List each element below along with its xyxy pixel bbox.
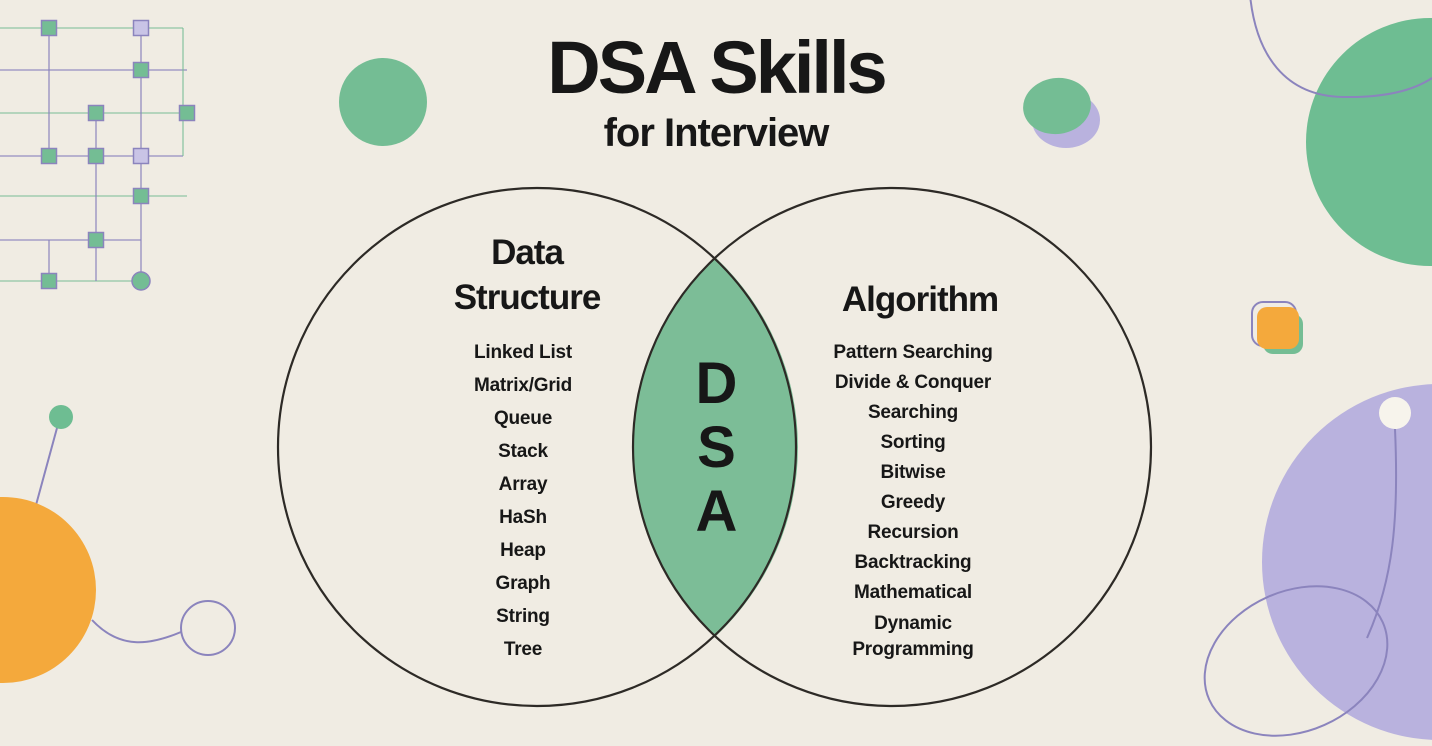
venn-diagram	[276, 186, 1153, 708]
list-item: Heap	[500, 540, 546, 561]
page-title: DSA Skills	[547, 26, 887, 109]
dsa-letter: A	[695, 479, 738, 544]
dsa-letter: D	[695, 351, 738, 416]
list-item: Searching	[867, 402, 959, 423]
green-disc-icon	[1023, 77, 1100, 148]
list-item: Greedy	[880, 492, 946, 513]
orange-node-cluster-icon	[0, 405, 236, 683]
left-heading-line-2: Structure	[453, 278, 602, 317]
list-item: Tree	[503, 639, 543, 660]
page-subtitle: for Interview	[603, 111, 830, 155]
left-circle-heading: Data Structure	[377, 230, 677, 320]
intersection-label: D S A	[650, 352, 782, 544]
green-circle-large-icon	[1306, 18, 1432, 266]
list-item: Mathematical	[854, 582, 972, 603]
purple-arc-icon	[1249, 0, 1432, 99]
list-item: Queue	[493, 408, 553, 429]
title-block: DSA Skills for Interview	[0, 30, 1432, 156]
list-item: Graph	[495, 573, 551, 594]
right-circle-heading: Algorithm	[841, 280, 999, 319]
list-item: Stack	[498, 441, 548, 462]
list-item: HaSh	[499, 507, 547, 528]
list-item: Backtracking	[854, 552, 972, 573]
list-item: String	[496, 606, 550, 627]
list-item: Dynamic Programming	[852, 613, 974, 660]
list-item: Bitwise	[880, 462, 946, 483]
list-item: Pattern Searching	[833, 342, 993, 363]
list-item: Divide & Conquer	[834, 372, 992, 393]
orange-square-icon	[1251, 301, 1303, 354]
list-item: Linked List	[473, 342, 573, 363]
green-circle-icon	[339, 58, 427, 146]
venn-intersection-lens	[633, 257, 798, 637]
list-item: Sorting	[880, 432, 946, 453]
dsa-letter: S	[697, 415, 736, 480]
algorithm-list: Pattern Searching Divide & Conquer Searc…	[789, 338, 1037, 663]
venn-right-circle	[631, 186, 1153, 708]
list-item: Array	[498, 474, 548, 495]
data-structure-list: Linked List Matrix/Grid Queue Stack Arra…	[398, 336, 648, 666]
list-item: Matrix/Grid	[473, 375, 573, 396]
list-item: Recursion	[867, 522, 959, 543]
venn-left-circle	[276, 186, 798, 708]
purple-blob-icon	[1203, 384, 1432, 740]
left-heading-line-1: Data	[491, 233, 564, 272]
circuit-grid-icon	[0, 19, 196, 291]
